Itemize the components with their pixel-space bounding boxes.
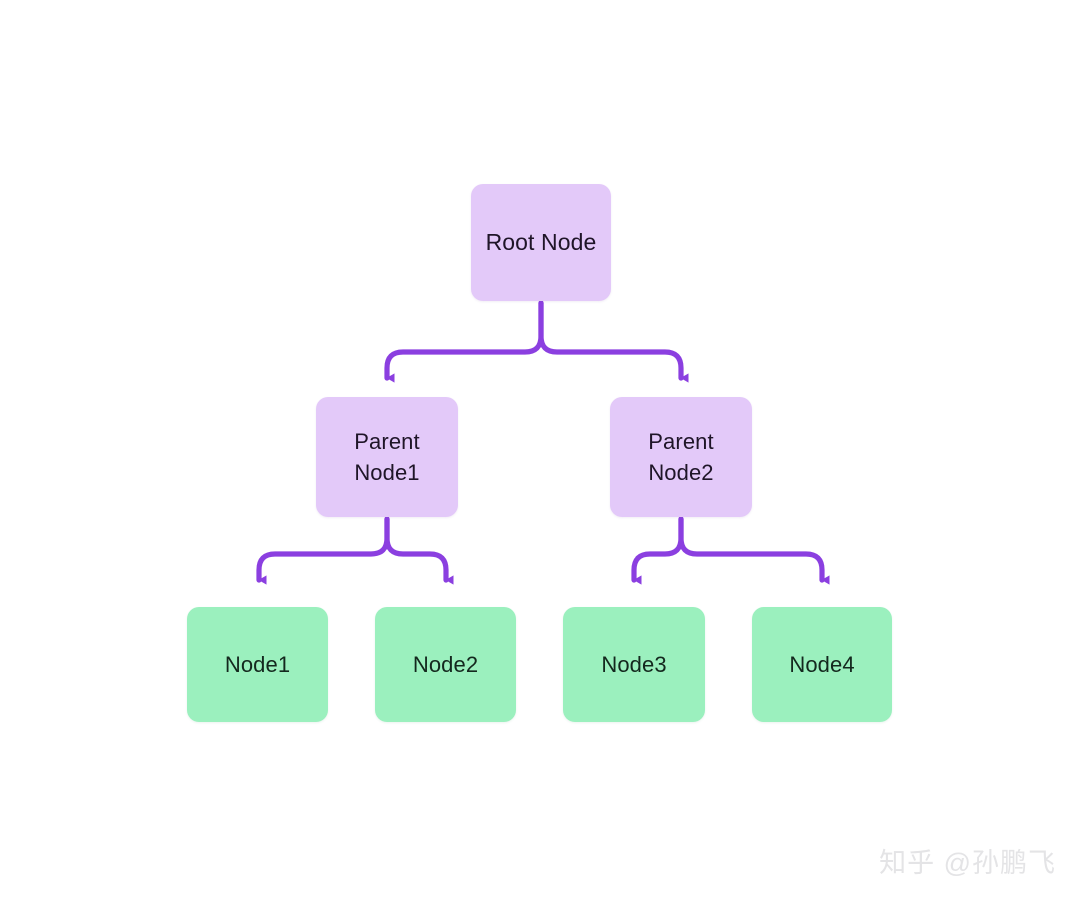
watermark-text: 知乎 @孙鹏飞: [879, 848, 1056, 878]
tree-node-root-label: Root Node: [485, 229, 597, 256]
edge-parent2-to-node3: [631, 516, 684, 585]
edge-root-to-parent1: [384, 300, 544, 383]
tree-node-parent2[interactable]: Parent Node2: [610, 397, 752, 517]
edge-parent1-to-node1: [256, 516, 390, 585]
tree-node-parent2-label: Parent Node2: [648, 428, 714, 485]
tree-node-root[interactable]: Root Node: [471, 184, 611, 301]
edge-parent2-to-node4: [678, 516, 830, 585]
edge-parent1-to-node2: [384, 516, 454, 585]
tree-node-node4[interactable]: Node4: [752, 607, 892, 722]
tree-node-node2-label: Node2: [412, 651, 479, 677]
tree-node-node3-label: Node3: [601, 651, 667, 677]
tree-node-node4-label: Node4: [789, 651, 855, 677]
tree-node-parent1-label: Parent Node1: [354, 428, 420, 485]
tree-node-node2[interactable]: Node2: [375, 607, 516, 722]
tree-node-node3[interactable]: Node3: [563, 607, 705, 722]
tree-node-node1-label: Node1: [224, 651, 291, 677]
tree-node-parent1[interactable]: Parent Node1: [316, 397, 458, 517]
edge-root-to-parent2: [538, 300, 689, 383]
tree-node-node1[interactable]: Node1: [187, 607, 328, 722]
